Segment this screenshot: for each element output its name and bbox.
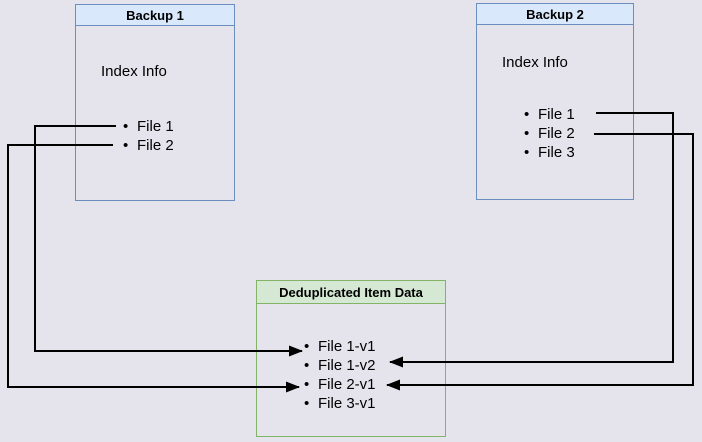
bullet-icon: • <box>304 395 310 412</box>
bullet-icon: • <box>524 125 530 142</box>
list-item: • File 3 <box>524 143 575 162</box>
bullet-icon: • <box>304 338 310 355</box>
bullet-icon: • <box>524 144 530 161</box>
list-item-label: File 2 <box>538 125 575 142</box>
bullet-icon: • <box>304 357 310 374</box>
list-item: • File 2 <box>123 136 174 155</box>
list-item-label: File 3 <box>538 144 575 161</box>
dedup-title: Deduplicated Item Data <box>279 284 423 300</box>
list-item: • File 1-v1 <box>304 337 376 356</box>
list-item-label: File 1 <box>137 118 174 135</box>
bullet-icon: • <box>123 137 129 154</box>
backup1-box: Backup 1 Index Info • File 1 • File 2 <box>75 4 235 201</box>
list-item: • File 2 <box>524 124 575 143</box>
bullet-icon: • <box>123 118 129 135</box>
backup2-index-info-label: Index Info <box>502 54 568 71</box>
backup1-file-list: • File 1 • File 2 <box>123 117 174 155</box>
backup2-box: Backup 2 Index Info • File 1 • File 2 • File … <box>476 3 634 200</box>
list-item: • File 1 <box>123 117 174 136</box>
list-item: • File 3-v1 <box>304 394 376 413</box>
list-item-label: File 1-v2 <box>318 357 376 374</box>
dedup-file-list: • File 1-v1 • File 1-v2 • File 2-v1 • File 3-v1 <box>304 337 376 413</box>
list-item-label: File 2 <box>137 137 174 154</box>
list-item-label: File 2-v1 <box>318 376 376 393</box>
backup2-title: Backup 2 <box>526 6 584 22</box>
dedup-header: Deduplicated Item Data <box>257 281 445 304</box>
bullet-icon: • <box>304 376 310 393</box>
list-item-label: File 1-v1 <box>318 338 376 355</box>
backup1-title: Backup 1 <box>126 7 184 23</box>
list-item-label: File 3-v1 <box>318 395 376 412</box>
list-item-label: File 1 <box>538 106 575 123</box>
list-item: • File 2-v1 <box>304 375 376 394</box>
list-item: • File 1 <box>524 105 575 124</box>
backup1-header: Backup 1 <box>76 5 234 26</box>
bullet-icon: • <box>524 106 530 123</box>
dedup-box: Deduplicated Item Data • File 1-v1 • File 1… <box>256 280 446 437</box>
backup2-file-list: • File 1 • File 2 • File 3 <box>524 105 575 162</box>
backup2-header: Backup 2 <box>477 4 633 25</box>
backup1-index-info-label: Index Info <box>101 63 167 80</box>
list-item: • File 1-v2 <box>304 356 376 375</box>
